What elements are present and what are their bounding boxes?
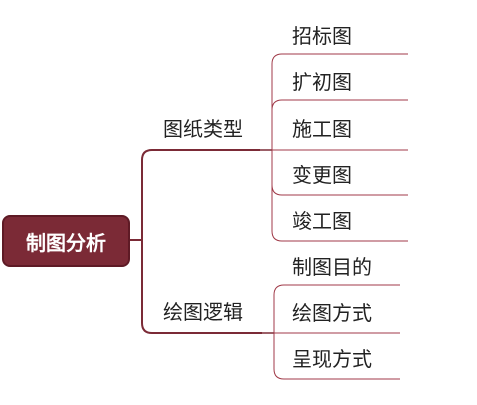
- root-to-branch-2: [141, 240, 262, 334]
- leaf-line-8: [273, 333, 400, 380]
- leaf-node-6[interactable]: 制图目的: [292, 255, 372, 279]
- leaf-line-5: [271, 150, 408, 242]
- leaf-node-2[interactable]: 扩初图: [292, 70, 352, 94]
- leaf-node-4[interactable]: 变更图: [292, 163, 352, 187]
- leaf-line-1: [271, 53, 408, 150]
- root-node[interactable]: 制图分析: [2, 215, 130, 267]
- root-to-branch-1: [141, 149, 260, 240]
- leaf-node-1[interactable]: 招标图: [292, 24, 352, 48]
- branch-node-1[interactable]: 图纸类型: [163, 117, 243, 141]
- leaf-node-5[interactable]: 竣工图: [292, 209, 352, 233]
- leaf-node-8[interactable]: 呈现方式: [292, 347, 372, 371]
- branch-node-2[interactable]: 绘图逻辑: [163, 300, 243, 324]
- leaf-node-3[interactable]: 施工图: [292, 117, 352, 141]
- leaf-line-6: [273, 284, 400, 333]
- leaf-line-2: [271, 99, 408, 150]
- leaf-node-7[interactable]: 绘图方式: [292, 301, 372, 325]
